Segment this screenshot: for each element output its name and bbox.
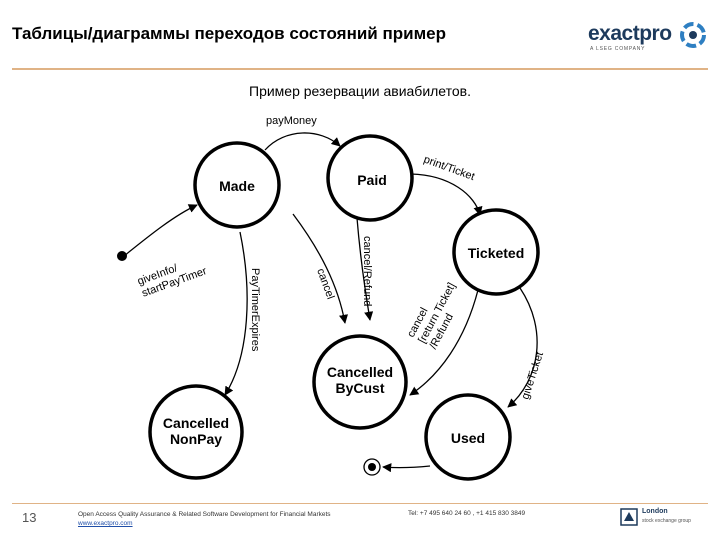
transition-give-ticket-arrow (507, 287, 538, 408)
footer-company-line: Open Access Quality Assurance & Related … (78, 511, 331, 518)
transition-initial-arrow (123, 204, 198, 257)
transition-initial-label: giveInfo/startPayTimer (136, 253, 209, 300)
state-cancelled-bycust (312, 334, 408, 430)
exactpro-mark-icon (680, 22, 706, 48)
header-divider (12, 68, 708, 70)
state-cancelled-nonpay (148, 384, 244, 480)
transition-paytimer-arrow (224, 231, 248, 396)
transition-give-ticket-label: giveTicket (519, 351, 546, 401)
state-ticketed (452, 208, 540, 296)
state-made (193, 141, 281, 229)
transition-pay-label: payMoney (266, 115, 317, 127)
transition-cancel-arrow (292, 213, 348, 324)
diagram-subtitle: Пример резервации авиабилетов. (249, 83, 471, 99)
final-state-dot (368, 463, 376, 471)
transition-cancel-refund-arrow (356, 217, 374, 321)
transition-cancel-return-label: cancel[return Ticket]/Refund (405, 275, 469, 351)
logo-subtitle: A LSEG COMPANY (590, 46, 646, 52)
transition-pay-arrow (264, 132, 341, 151)
lse-logo: London stock exchange group (620, 506, 708, 532)
logo-wordmark: exactpro (588, 22, 672, 45)
transition-cancel-refund-label: cancel/Refund (361, 236, 373, 306)
transition-final-arrow (382, 463, 431, 473)
lse-crest-icon (620, 508, 638, 526)
footer-divider (12, 503, 708, 504)
slide-title: Таблицы/диаграммы переходов состояний пр… (12, 24, 446, 43)
state-used-label: Used (451, 430, 485, 446)
transition-print-arrow (410, 173, 483, 216)
footer-contact: Tel: +7 495 640 24 60 , +1 415 830 3849 (408, 510, 526, 517)
initial-state-dot (117, 251, 127, 261)
state-used (424, 393, 512, 481)
transition-print-label: print/Ticket (422, 154, 476, 184)
transition-cancel-return-arrow (409, 289, 479, 396)
lse-subtitle: stock exchange group (642, 518, 691, 524)
state-made-label: Made (219, 178, 255, 194)
footer-company: Open Access Quality Assurance & Related … (78, 510, 331, 528)
exactpro-logo: exactpro A LSEG COMPANY (588, 22, 708, 56)
state-ticketed-label: Ticketed (468, 245, 525, 261)
lse-name: London (642, 508, 668, 515)
transition-paytimer-label: PayTimerExpires (249, 268, 261, 352)
footer-website-link[interactable]: www.exactpro.com (78, 520, 133, 527)
page-number: 13 (22, 510, 37, 525)
state-paid (326, 134, 414, 222)
state-paid-label: Paid (357, 172, 387, 188)
